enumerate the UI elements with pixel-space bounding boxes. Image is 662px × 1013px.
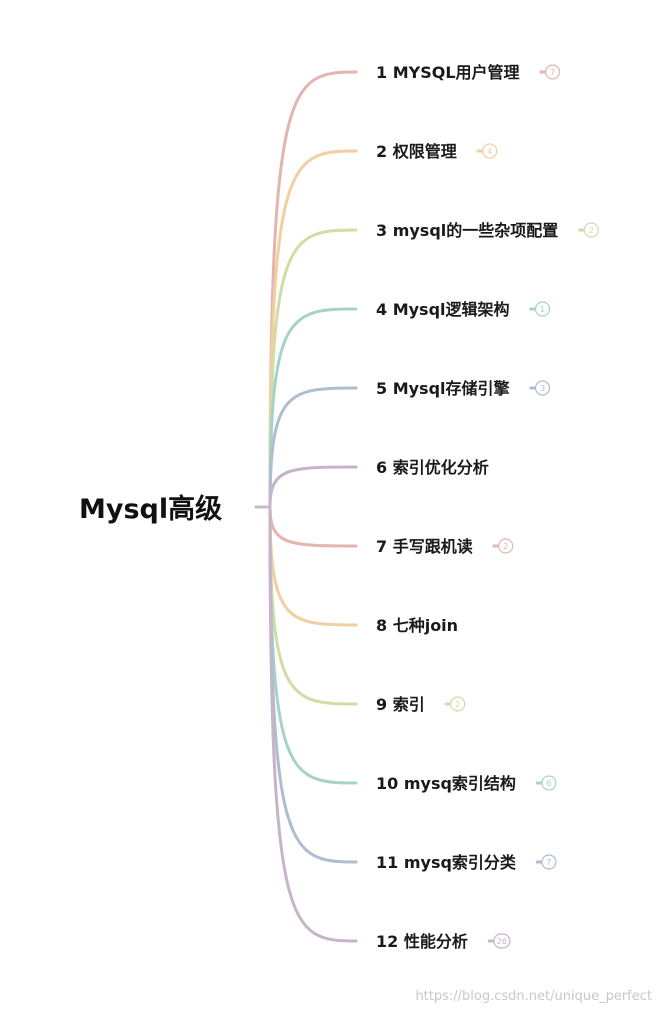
branch-label: 2 权限管理 <box>376 142 457 161</box>
branch-node[interactable]: 1 MYSQL用户管理 7 <box>376 63 561 82</box>
collapsed-count: 1 <box>540 305 545 314</box>
root-topic[interactable]: Mysql高级 <box>79 493 222 525</box>
collapsed-count: 7 <box>546 858 551 867</box>
branch-connector <box>268 70 358 509</box>
branch-node[interactable]: 6 索引优化分析 <box>376 458 489 477</box>
collapsed-count-badge[interactable] <box>583 222 599 238</box>
branch-connector <box>268 505 358 548</box>
branch-connector <box>268 505 358 943</box>
branch-node[interactable]: 11 mysq索引分类 7 <box>376 853 557 872</box>
collapsed-count-badge[interactable] <box>498 538 514 554</box>
branch-node[interactable]: 4 Mysql逻辑架构 1 <box>376 300 551 319</box>
branch-nodes: 1 MYSQL用户管理 7 2 权限管理 4 3 mysql的一些杂项配置 2 4 Mysq… <box>376 63 599 951</box>
branch-connector <box>268 307 358 509</box>
collapsed-count-badge[interactable] <box>541 854 557 870</box>
branch-label: 11 mysq索引分类 <box>376 853 517 872</box>
branch-connector <box>268 465 358 509</box>
collapsed-count: 6 <box>546 779 551 788</box>
branch-label: 3 mysql的一些杂项配置 <box>376 221 558 240</box>
branch-node[interactable]: 5 Mysql存储引擎 3 <box>376 379 551 398</box>
branch-label: 6 索引优化分析 <box>376 458 489 477</box>
branch-label: 12 性能分析 <box>376 932 468 951</box>
collapsed-count-badge[interactable] <box>544 64 561 80</box>
branch-label: 7 手写跟机读 <box>376 537 473 556</box>
collapsed-count: 2 <box>455 700 460 709</box>
branch-connector <box>268 505 358 627</box>
branch-node[interactable]: 8 七种join <box>376 616 458 635</box>
branch-node[interactable]: 7 手写跟机读 2 <box>376 537 514 556</box>
collapsed-count: 2 <box>503 542 508 551</box>
branch-label: 8 七种join <box>376 616 458 635</box>
collapsed-count-badge[interactable] <box>450 696 466 712</box>
branch-label: 10 mysq索引结构 <box>376 774 516 793</box>
collapsed-count: 3 <box>540 384 545 393</box>
branch-node[interactable]: 10 mysq索引结构 6 <box>376 774 557 793</box>
branch-node[interactable]: 9 索引 2 <box>376 695 466 714</box>
collapsed-count: 2 <box>589 226 594 235</box>
branch-connector <box>268 505 358 785</box>
branch-connector <box>268 228 358 509</box>
collapsed-count-badge[interactable] <box>541 775 557 791</box>
collapsed-count-badge[interactable] <box>482 143 498 159</box>
branch-node[interactable]: 3 mysql的一些杂项配置 2 <box>376 221 599 240</box>
branch-label: 9 索引 <box>376 695 425 714</box>
branch-connector <box>268 386 358 509</box>
branch-connector <box>268 149 358 509</box>
watermark: https://blog.csdn.net/unique_perfect <box>415 989 652 1004</box>
branch-connector <box>268 505 358 864</box>
branch-label: 1 MYSQL用户管理 <box>376 63 520 82</box>
collapsed-count: 7 <box>550 68 555 77</box>
branch-node[interactable]: 2 权限管理 4 <box>376 142 498 161</box>
collapsed-count-badge[interactable] <box>493 933 511 949</box>
branch-connectors <box>268 70 358 943</box>
branch-label: 4 Mysql逻辑架构 <box>376 300 510 319</box>
collapsed-count-badge[interactable] <box>534 380 551 396</box>
collapsed-count-badge[interactable] <box>534 301 551 317</box>
collapsed-count: 26 <box>497 937 507 946</box>
branch-label: 5 Mysql存储引擎 <box>376 379 511 398</box>
branch-node[interactable]: 12 性能分析 26 <box>376 932 511 951</box>
collapsed-count: 4 <box>487 147 492 156</box>
